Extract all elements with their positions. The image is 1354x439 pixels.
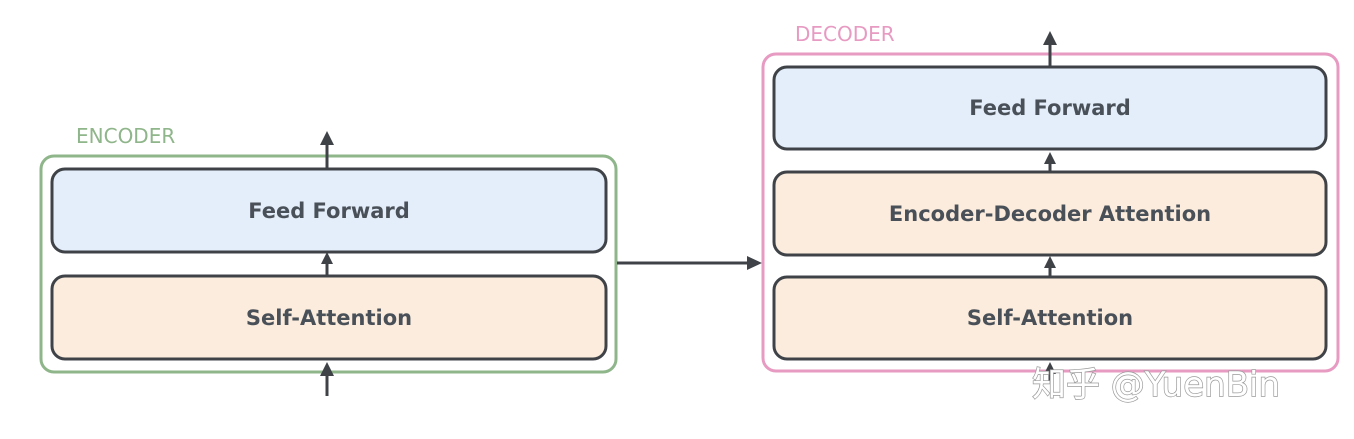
decoder-enc-dec-attention-block: Encoder-Decoder Attention [772,170,1328,257]
decoder-self-attention-block: Self-Attention [772,275,1328,361]
decoder-output-arrow [1043,31,1057,66]
decoder-self-attention-label: Self-Attention [967,306,1133,330]
encoder-internal-arrow [321,252,333,275]
encoder-self-attention-label: Self-Attention [246,306,412,330]
encoder-title: ENCODER [76,124,175,148]
encoder-to-decoder-arrow [617,256,762,270]
decoder-feed-forward-label: Feed Forward [969,96,1131,120]
decoder-input-arrow [1044,362,1056,384]
encoder-feed-forward-label: Feed Forward [248,199,410,223]
encoder-self-attention-block: Self-Attention [50,274,608,361]
decoder-title: DECODER [795,22,895,46]
encoder-group: ENCODER Self-Attention Feed Forward [39,124,618,396]
decoder-feed-forward-block: Feed Forward [772,65,1328,151]
decoder-internal-arrow-2 [1044,152,1056,171]
decoder-group: DECODER Self-Attention Encoder-Decoder A… [761,22,1340,384]
watermark-text: 知乎 @YuenBin [1032,365,1280,405]
encoder-input-arrow [320,362,334,396]
decoder-internal-arrow-1 [1044,256,1056,276]
encoder-feed-forward-block: Feed Forward [50,167,608,254]
decoder-enc-dec-attention-label: Encoder-Decoder Attention [889,202,1211,226]
encoder-output-arrow [320,131,334,168]
